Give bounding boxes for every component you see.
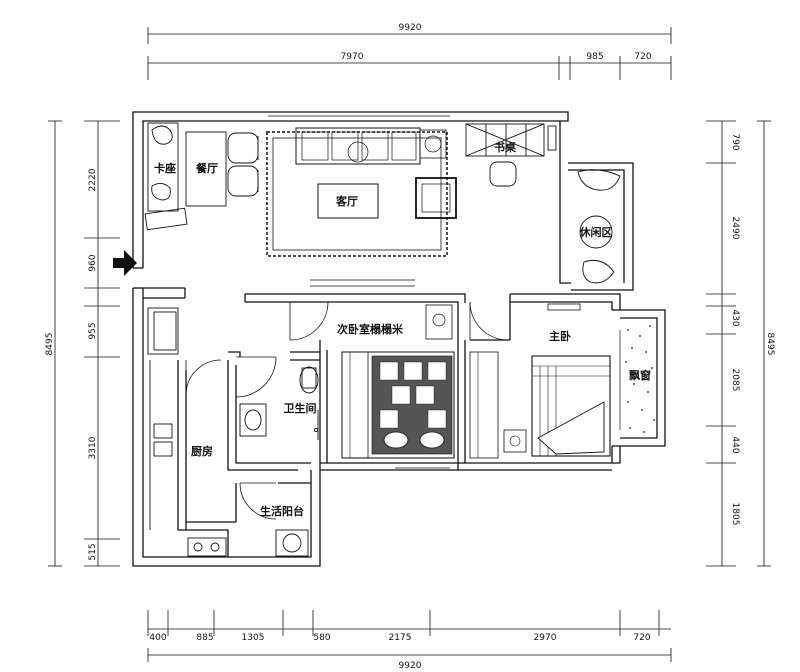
label-bathroom: 卫生间 [284, 401, 317, 415]
label-leisure: 休闲区 [579, 225, 613, 239]
tatami [341, 304, 455, 459]
label-booth-seat: 卡座 [154, 161, 176, 175]
label-living: 客厅 [335, 194, 358, 208]
dim-right-2: 2490 [730, 217, 740, 240]
entrance-arrow-icon [113, 250, 137, 276]
dim-right-1: 790 [730, 133, 740, 150]
dining-table [185, 131, 259, 207]
dim-left-2: 960 [88, 254, 98, 271]
label-dining: 餐厅 [195, 161, 218, 175]
dimension-labels: 9920 7970 985 720 400 885 1305 580 2175 … [45, 23, 775, 671]
dim-bottom-2: 885 [196, 633, 213, 643]
dim-right-5: 440 [730, 436, 740, 453]
dim-bottom-total: 9920 [399, 661, 422, 671]
label-utility-balcony: 生活阳台 [260, 504, 304, 518]
dim-bottom-6: 2970 [534, 633, 557, 643]
dim-bottom-3: 1305 [242, 633, 265, 643]
bay-window-fill [625, 325, 655, 433]
dim-bottom-7: 720 [633, 633, 650, 643]
dim-top-1: 7970 [341, 52, 364, 62]
dim-right-4: 2085 [730, 369, 740, 392]
label-bay-window: 飘窗 [629, 368, 651, 382]
dim-bottom-1: 400 [149, 633, 166, 643]
label-desk: 书桌 [494, 140, 517, 154]
label-second-bedroom: 次卧室榻榻米 [337, 322, 404, 336]
dim-left-1: 2220 [88, 168, 98, 191]
leisure-set [577, 169, 621, 284]
dim-left-3: 955 [88, 322, 98, 339]
desk [465, 123, 557, 187]
dim-bottom-4: 580 [313, 633, 330, 643]
dim-right-6: 1805 [730, 503, 740, 526]
walls [132, 111, 666, 567]
dim-top-total: 9920 [399, 23, 422, 33]
washer [275, 529, 309, 557]
dim-left-total: 8495 [45, 333, 55, 356]
room-labels: 卡座 餐厅 客厅 书桌 休闲区 次卧室榻榻米 主卧 飘窗 卫生间 厨房 生活阳台 [154, 140, 651, 518]
dim-top-3: 720 [634, 52, 651, 62]
dim-right-3: 430 [730, 309, 740, 326]
door-swings [185, 301, 509, 520]
living-room-set [266, 127, 457, 257]
label-kitchen: 厨房 [191, 444, 213, 458]
kitchen-fixtures [147, 307, 227, 557]
bathroom-fixtures [239, 366, 319, 440]
dim-right-total: 8495 [765, 333, 775, 356]
dimension-lines [48, 27, 771, 662]
master-bed [469, 303, 611, 459]
dim-left-4: 3310 [88, 436, 98, 459]
dim-left-5: 515 [88, 543, 98, 560]
booth-seat [144, 122, 188, 231]
windows [268, 111, 621, 469]
dim-top-2: 985 [586, 52, 603, 62]
label-master-bedroom: 主卧 [549, 329, 571, 343]
dim-bottom-5: 2175 [389, 633, 412, 643]
